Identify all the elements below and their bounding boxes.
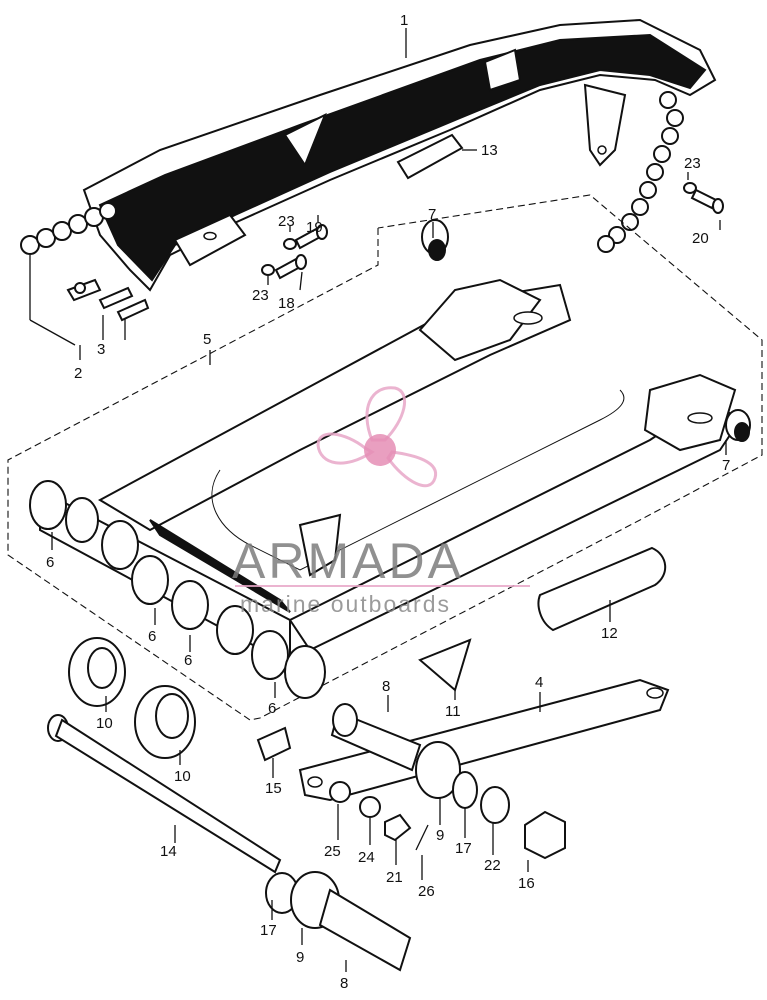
callout-23c: 23 [684, 155, 701, 172]
callout-25: 25 [324, 843, 341, 860]
callout-19: 19 [306, 219, 323, 236]
torque-link-arm [298, 678, 670, 802]
callout-26: 26 [418, 883, 435, 900]
callout-5: 5 [203, 331, 211, 348]
callout-6a: 6 [46, 554, 54, 571]
collar-9-upper [415, 741, 461, 799]
bolt-19 [283, 224, 328, 250]
propeller-logo [316, 386, 438, 488]
chain-case [82, 18, 717, 292]
callout-6d: 6 [268, 700, 276, 717]
pivot-bolt [47, 714, 282, 874]
rear-bushing-lower [725, 409, 751, 442]
master-link [66, 278, 150, 322]
nut-21 [384, 813, 412, 842]
callout-20: 20 [692, 230, 709, 247]
callout-9a: 9 [436, 827, 444, 844]
callout-15: 15 [265, 780, 282, 797]
callout-1: 1 [400, 12, 408, 29]
callout-14: 14 [160, 843, 177, 860]
callout-10b: 10 [174, 768, 191, 785]
watermark-subtitle: marine outboards [240, 591, 451, 617]
callout-7b: 7 [722, 457, 730, 474]
nut-16 [524, 810, 566, 860]
watermark: ARMADA marine outboards [232, 386, 530, 617]
pivot-bushings [29, 480, 326, 699]
callout-4: 4 [535, 674, 543, 691]
callout-17a: 17 [455, 840, 472, 857]
callout-11: 11 [445, 703, 461, 720]
callout-3: 3 [97, 341, 105, 358]
callout-13: 13 [481, 142, 498, 159]
pivot-cover [537, 546, 667, 632]
leader-lines [29, 28, 727, 972]
washer-25 [329, 781, 351, 803]
callout-6b: 6 [148, 628, 156, 645]
callout-23a: 23 [278, 213, 295, 230]
dust-seals [68, 637, 196, 759]
pivot-shaft-upper [330, 703, 422, 772]
bolt-20 [683, 182, 724, 214]
drive-chain-right [597, 91, 684, 253]
drive-chain-left [20, 202, 117, 255]
callout-23b: 23 [252, 287, 269, 304]
callout-7a: 7 [428, 206, 436, 223]
rear-bushing-upper [421, 219, 449, 261]
callout-9b: 9 [296, 949, 304, 966]
callout-24: 24 [358, 849, 375, 866]
callout-8b: 8 [340, 975, 348, 992]
cotter-pin-26 [415, 824, 429, 851]
callout-17b: 17 [260, 922, 277, 939]
callout-21: 21 [386, 869, 403, 886]
callout-18: 18 [278, 295, 295, 312]
chain-guide-plate [418, 638, 472, 692]
watermark-title: ARMADA [232, 533, 464, 589]
washer-24 [359, 796, 381, 818]
callout-8a: 8 [382, 678, 390, 695]
callout-10a: 10 [96, 715, 113, 732]
callout-12: 12 [601, 625, 618, 642]
swingarm-assembly-outline [7, 194, 763, 721]
caution-label-plate [396, 133, 464, 180]
pivot-shaft-lower [265, 871, 412, 972]
washer-17-upper [452, 771, 478, 809]
callout-6c: 6 [184, 652, 192, 669]
bolt-18 [261, 254, 307, 280]
bolt-15 [256, 726, 292, 762]
spacer-22 [480, 786, 510, 824]
callout-2: 2 [74, 365, 82, 382]
callout-labels: 1 2 3 4 5 6 6 6 6 7 7 8 8 9 9 10 10 11 1… [46, 12, 730, 992]
callout-22: 22 [484, 857, 501, 874]
callout-16: 16 [518, 875, 535, 892]
